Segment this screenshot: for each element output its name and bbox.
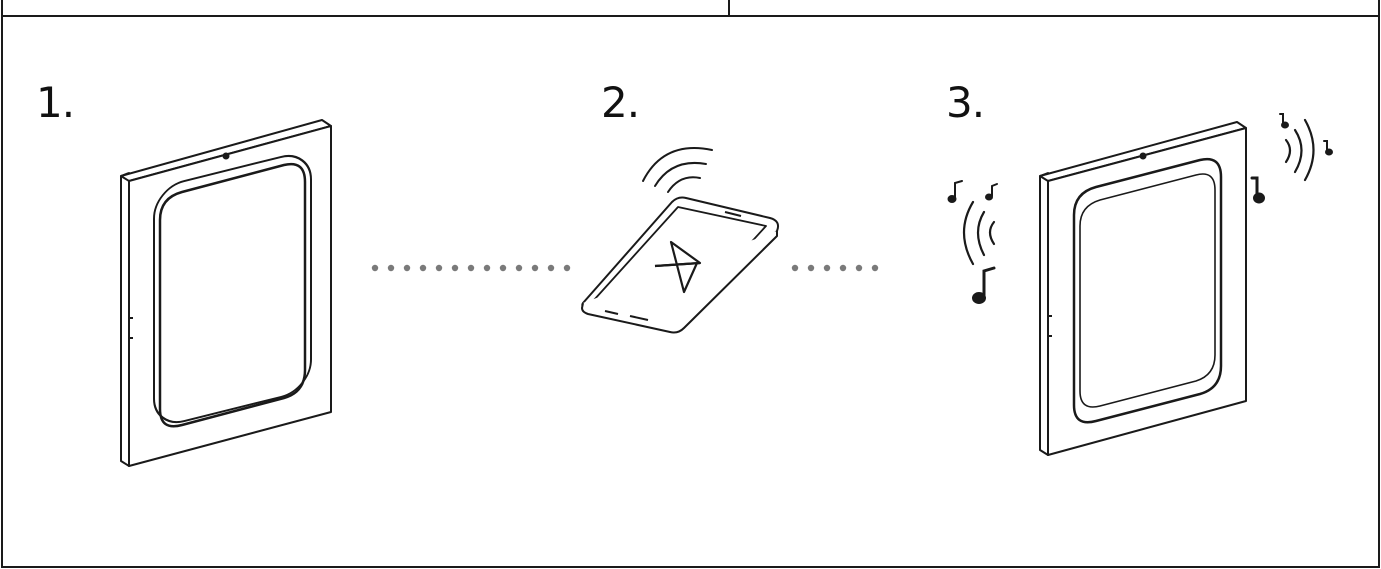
sound-wave-icon (963, 200, 996, 266)
wifi-signal-icon (642, 147, 713, 193)
sound-wave-icon (1284, 118, 1315, 182)
step-3-label: 3. (946, 78, 985, 127)
step-2-label: 2. (601, 78, 640, 127)
speaker-panel-3 (1039, 121, 1247, 456)
step-1-label: 1. (36, 78, 75, 127)
speaker-panel-1 (120, 119, 332, 467)
connector-1 (371, 264, 571, 272)
music-note-icon (947, 113, 1333, 304)
phone-device (581, 196, 780, 334)
connector-2 (791, 264, 879, 272)
bluetooth-icon (654, 240, 702, 294)
